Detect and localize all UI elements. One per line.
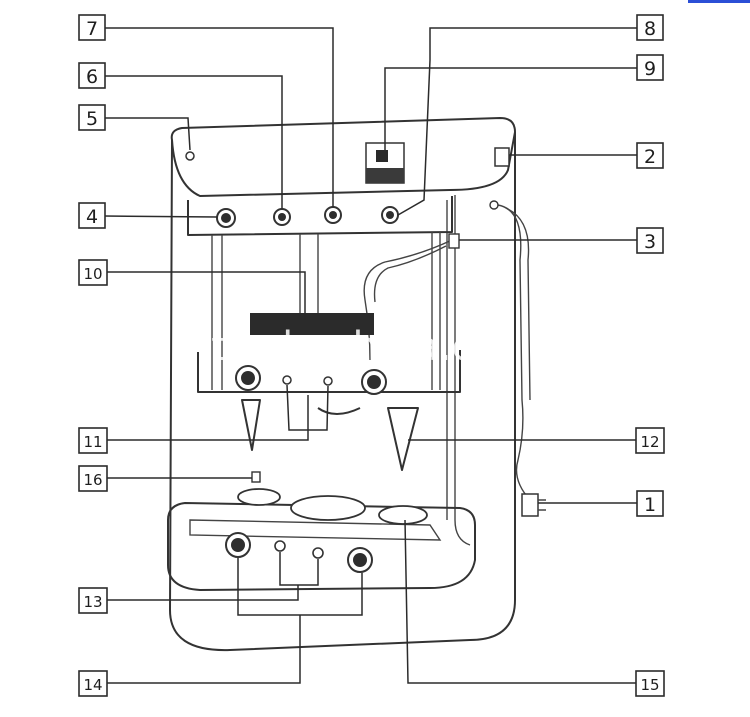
leader-13-branch <box>279 552 319 586</box>
callout-3: 3 <box>636 227 664 254</box>
callout-12: 12 <box>635 427 665 454</box>
cord-clip <box>489 200 499 210</box>
base-knob-right <box>347 547 373 573</box>
power-cord <box>497 204 531 501</box>
callout-13: 13 <box>78 587 108 614</box>
power-socket <box>494 147 510 167</box>
callout-15: 15 <box>635 670 665 697</box>
machine-body-outline <box>169 117 516 652</box>
callout-label-13: 13 <box>83 593 102 611</box>
callout-9: 9 <box>636 54 664 81</box>
cup-holder-right <box>378 505 428 525</box>
callout-2: 2 <box>636 142 664 169</box>
upper-knob-7 <box>324 206 342 224</box>
upper-control-plate <box>187 196 453 236</box>
rear-column <box>454 195 471 546</box>
cone-right <box>387 407 419 471</box>
callout-label-6: 6 <box>86 66 98 88</box>
callout-label-4: 4 <box>86 206 98 228</box>
callout-5: 5 <box>78 104 106 131</box>
indicator-light <box>185 151 195 161</box>
upper-knob-4 <box>216 208 236 228</box>
watermark-text: trade.china.cn <box>211 324 499 370</box>
display-indicator <box>376 150 388 162</box>
callout-label-1: 1 <box>644 494 656 516</box>
leader-13 <box>104 585 299 601</box>
hose-connector <box>448 233 460 249</box>
leader-6 <box>104 75 283 209</box>
callout-label-8: 8 <box>644 18 656 40</box>
callout-4: 4 <box>78 202 106 229</box>
leader-14-branch <box>237 558 363 616</box>
leader-4 <box>103 215 218 218</box>
leader-8 <box>397 27 638 216</box>
sensor-16 <box>251 471 261 483</box>
upper-knob-8 <box>381 206 399 224</box>
callout-label-16: 16 <box>83 471 102 489</box>
leader-lines <box>103 27 638 684</box>
callout-label-2: 2 <box>644 146 656 168</box>
mid-switch-b <box>323 376 333 386</box>
machine-illustration <box>167 117 546 652</box>
leader-14 <box>104 615 301 684</box>
base-switch-b <box>312 547 324 559</box>
leader-9 <box>384 67 638 158</box>
callout-8: 8 <box>636 14 664 41</box>
callout-label-12: 12 <box>640 433 659 451</box>
power-cord-b <box>505 207 531 401</box>
base-tray <box>167 502 476 591</box>
machine-head <box>171 131 516 197</box>
leader-5 <box>104 117 191 151</box>
callout-1: 1 <box>636 490 664 517</box>
callout-16: 16 <box>78 465 108 492</box>
base-knob-left <box>225 532 251 558</box>
callout-6: 6 <box>78 62 106 89</box>
callout-label-5: 5 <box>86 108 98 130</box>
upper-knob-6 <box>273 208 291 226</box>
callout-label-3: 3 <box>644 231 656 253</box>
base-switch-a <box>274 540 286 552</box>
mid-control-panel <box>197 350 461 393</box>
cup-holder-center <box>290 495 366 521</box>
display-screen-base <box>366 168 404 183</box>
leader-15 <box>404 519 638 684</box>
callout-7: 7 <box>78 14 106 41</box>
leader-11-branch <box>286 384 329 431</box>
callout-boxes: 7 6 5 4 10 11 16 13 <box>78 14 665 697</box>
callout-label-10: 10 <box>83 265 102 283</box>
cone-left <box>241 399 261 451</box>
leader-7 <box>104 27 334 207</box>
callout-11: 11 <box>78 427 108 454</box>
callout-label-15: 15 <box>640 676 659 694</box>
callout-label-11: 11 <box>83 433 102 451</box>
watermark: trade.china.cn <box>211 313 499 370</box>
plug-pins <box>538 499 546 511</box>
watermark-band <box>250 313 374 335</box>
callout-label-7: 7 <box>86 18 98 40</box>
callout-label-9: 9 <box>644 58 656 80</box>
corner-accent <box>688 0 750 3</box>
power-plug <box>521 493 539 517</box>
leader-11 <box>104 395 309 441</box>
mid-knob-left <box>235 365 261 391</box>
cup-holder-left <box>237 488 281 506</box>
callout-14: 14 <box>78 670 108 697</box>
leader-10 <box>104 271 306 320</box>
callout-label-14: 14 <box>83 676 102 694</box>
mid-knob-right <box>361 369 387 395</box>
mid-switch-a <box>282 375 292 385</box>
tray-top <box>189 519 442 541</box>
callout-10: 10 <box>78 259 108 286</box>
center-mould <box>317 407 361 415</box>
hose-inner <box>373 245 447 303</box>
